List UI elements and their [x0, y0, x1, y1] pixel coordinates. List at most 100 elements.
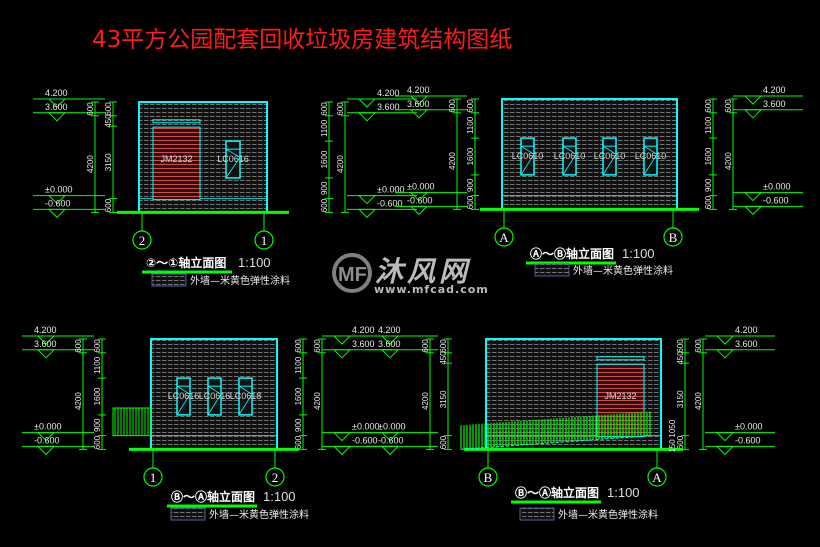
level-marker-icon	[332, 445, 352, 456]
drawing-title: 43平方公园配套回收垃圾房建筑结构图纸	[92, 27, 513, 53]
level-label-left: ±0.000	[378, 422, 405, 432]
door-label: JM2132	[160, 154, 192, 164]
elevation-title-axes: Ⓑ～Ⓐ	[171, 489, 207, 504]
elevation-title-axes: ②～①	[146, 256, 178, 270]
window-label: LC0610	[594, 151, 626, 161]
elevation-title-axes: Ⓑ～Ⓐ	[515, 485, 551, 500]
watermark-logo: MF	[332, 253, 372, 293]
level-marker-icon	[47, 98, 67, 108]
level-label-right: 3.600	[377, 102, 400, 112]
dimension-value: 600	[93, 339, 102, 353]
level-marker-icon	[36, 432, 56, 442]
window-label: LC0610	[512, 151, 544, 161]
legend-swatch	[151, 273, 187, 287]
dimension-value: 450	[676, 351, 685, 365]
window-label: LC0616	[199, 391, 231, 401]
dimension-value: 1600	[704, 147, 713, 165]
window	[562, 137, 577, 176]
level-label-right: 3.600	[735, 339, 758, 349]
axis-bubble	[254, 230, 274, 250]
dimension-value: 600	[724, 99, 733, 113]
window	[176, 377, 191, 416]
dimension-value: 600	[704, 195, 713, 209]
elevation-title-text: 轴立面图	[178, 255, 226, 270]
level-label-right: ±0.000	[352, 422, 379, 432]
level-marker-icon	[36, 335, 56, 345]
legend-label: 外墙—米黄色弹性涂料	[190, 274, 290, 287]
level-marker-icon	[409, 192, 429, 202]
dimension-value: 600	[320, 102, 329, 116]
dimension-value: 3150	[104, 153, 113, 171]
dimension-value: 600	[313, 339, 322, 353]
door-label: JM2132	[604, 391, 636, 401]
ramp-dimension: 150	[668, 439, 677, 453]
elevation-scale: 1:100	[238, 255, 271, 270]
window-opening-icon	[643, 145, 658, 176]
stair-railing	[112, 407, 152, 437]
door-canopy	[152, 119, 201, 124]
dimension-value: 600	[336, 102, 345, 116]
level-label-left: 3.600	[378, 339, 401, 349]
level-label-right: -0.600	[735, 435, 761, 445]
dimension-value: 4200	[74, 392, 83, 410]
legend-label: 外墙—米黄色弹性涂料	[573, 264, 673, 277]
level-marker-icon	[409, 95, 429, 105]
axis-label: 1	[261, 233, 268, 248]
elevation-scale: 1:100	[263, 489, 296, 504]
dimension-value: 900	[466, 178, 475, 192]
elevation-panel-4: 4.2003.600±0.000-0.6004.2003.600±0.000-0…	[366, 325, 775, 521]
dimension-value: 1600	[294, 387, 303, 405]
dimension-value: 4200	[724, 152, 733, 170]
elevation-title-text: 轴立面图	[207, 489, 255, 504]
dimension-value: 600	[93, 435, 102, 449]
elevation-scale: 1:100	[622, 246, 655, 261]
elevation-title-text: 轴立面图	[551, 485, 599, 500]
dimension-value: 900	[294, 418, 303, 432]
axis-bubble	[663, 227, 683, 247]
level-marker-icon	[357, 112, 377, 122]
level-marker-icon	[47, 195, 67, 205]
level-marker-icon	[47, 112, 67, 122]
dimension-value: 4200	[421, 392, 430, 410]
elevation-title: Ⓐ～Ⓑ轴立面图	[530, 246, 614, 261]
level-label-right: -0.600	[763, 195, 789, 205]
axis-label: 2	[272, 470, 279, 485]
level-label-right: 3.600	[352, 339, 375, 349]
dimension-value: 600	[694, 339, 703, 353]
svg-text:MF: MF	[338, 264, 367, 286]
dimension-value: 600	[466, 195, 475, 209]
dimension-value: 1600	[466, 147, 475, 165]
window	[238, 377, 253, 416]
level-marker-icon	[47, 208, 67, 219]
dimension-value: 4200	[694, 392, 703, 410]
axis-bubble	[143, 467, 163, 487]
level-label-right: -0.600	[377, 198, 403, 208]
level-label-left: ±0.000	[45, 185, 72, 195]
axis-bubble	[647, 467, 667, 487]
level-label-left: -0.600	[34, 435, 60, 445]
window-opening-icon	[562, 145, 577, 176]
axis-bubble	[478, 467, 498, 487]
ramp-dimension: 1050	[668, 419, 677, 437]
level-label-left: 4.200	[407, 85, 430, 95]
window-label: LC0616	[168, 391, 200, 401]
level-label-left: -0.600	[378, 435, 404, 445]
level-marker-icon	[380, 349, 400, 359]
axis-bubble	[132, 230, 152, 250]
level-marker-icon	[715, 432, 735, 442]
dimension-value: 600	[294, 435, 303, 449]
dimension-value: 4200	[86, 155, 95, 173]
dimension-value: 600	[104, 102, 113, 116]
level-label-left: 3.600	[45, 102, 68, 112]
window-label: LC0610	[554, 151, 586, 161]
level-marker-icon	[380, 445, 400, 456]
window-opening-icon	[602, 145, 617, 176]
window	[225, 140, 241, 179]
axis-label: B	[669, 230, 678, 245]
window-opening-icon	[207, 385, 222, 416]
window-opening-icon	[520, 145, 535, 176]
dimension-value: 1100	[93, 356, 102, 374]
axis-bubble	[265, 467, 285, 487]
dimension-value: 1600	[320, 150, 329, 168]
level-label-right: 3.600	[763, 99, 786, 109]
